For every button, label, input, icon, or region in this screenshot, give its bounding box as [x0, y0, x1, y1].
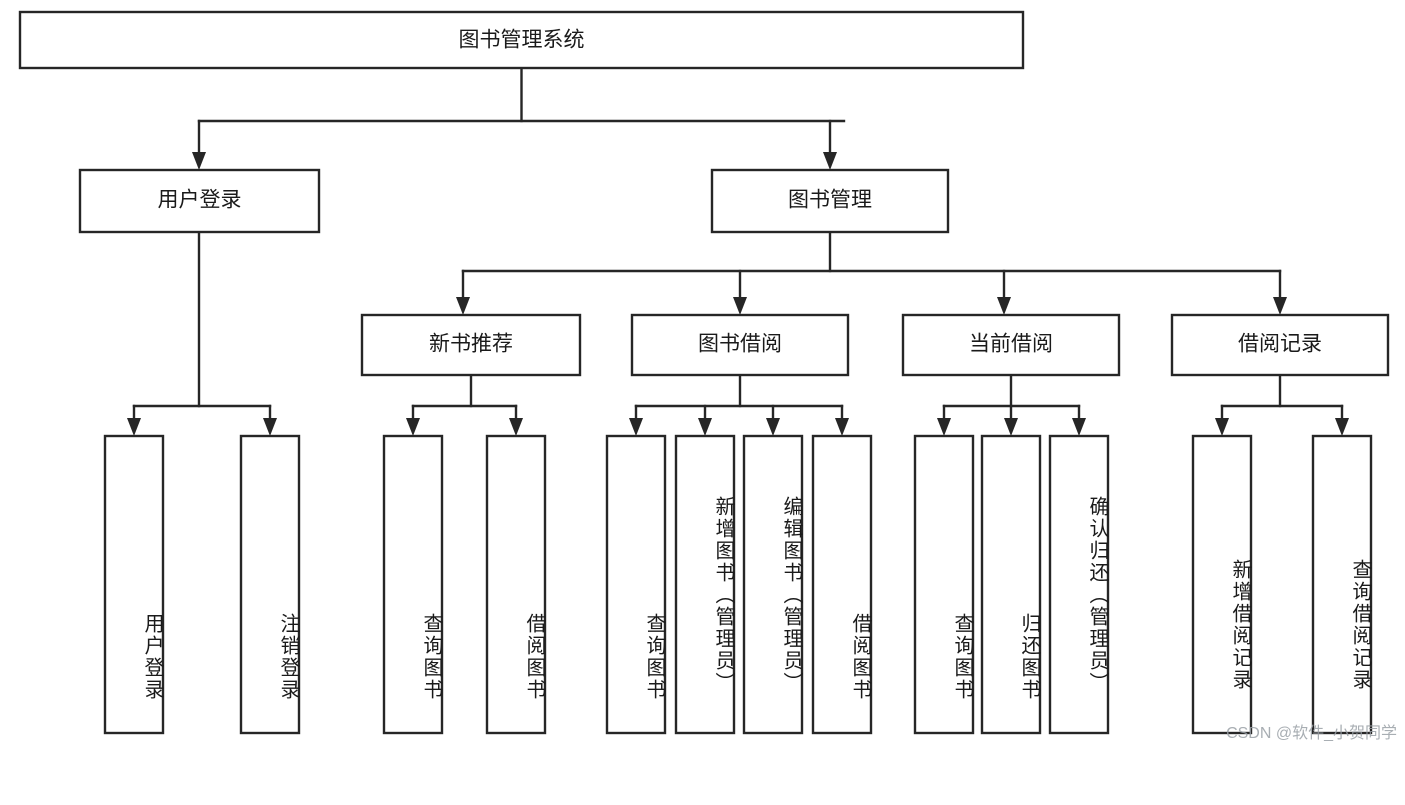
node-user-login[interactable]: 用户登录	[78, 168, 321, 234]
arrow-book-manage	[823, 152, 837, 170]
leaf-box-add-record[interactable]	[1191, 434, 1253, 735]
node-new-book-recommend[interactable]: 新书推荐	[360, 313, 582, 377]
arrow-current-borrow	[997, 297, 1011, 315]
tree-diagram-svg: 图书管理系统 用户登录 图书管理 新书推荐 图书借阅 当前借阅 借阅记录	[18, 10, 1390, 735]
csdn-watermark: CSDN @软件_小贺同学	[1226, 725, 1397, 742]
leaf-box-query-book-2[interactable]	[605, 434, 667, 735]
arrow-leaf-edit-book	[766, 418, 780, 436]
arrow-leaf-borrow-book-2	[835, 418, 849, 436]
node-current-borrow-label: 当前借阅	[969, 333, 1053, 356]
arrow-leaf-user-login	[127, 418, 141, 436]
arrow-leaf-query-book-2	[629, 418, 643, 436]
node-user-login-label: 用户登录	[158, 189, 242, 212]
leaf-box-query-book-3[interactable]	[913, 434, 975, 735]
connector-group-root	[192, 66, 846, 170]
node-borrow-record-label: 借阅记录	[1238, 333, 1322, 356]
node-book-manage-box[interactable]	[710, 168, 950, 234]
node-user-login-box[interactable]	[78, 168, 321, 234]
node-root[interactable]: 图书管理系统	[18, 10, 1025, 70]
leaf-box-return-book[interactable]	[980, 434, 1042, 735]
arrow-leaf-confirm-return	[1072, 418, 1086, 436]
node-book-manage[interactable]: 图书管理	[710, 168, 950, 234]
node-current-borrow-box[interactable]	[901, 313, 1121, 377]
node-root-label: 图书管理系统	[459, 29, 585, 52]
arrow-user-login	[192, 152, 206, 170]
leaf-box-user-login[interactable]	[103, 434, 165, 735]
node-book-borrow-label: 图书借阅	[698, 333, 782, 356]
arrow-borrow-record	[1273, 297, 1287, 315]
arrow-new-book-recommend	[456, 297, 470, 315]
leaf-box-borrow-book-1[interactable]	[485, 434, 547, 735]
arrow-book-borrow	[733, 297, 747, 315]
connector-group-book-manage	[456, 230, 1287, 315]
connector-group-book-borrow	[629, 373, 849, 436]
node-borrow-record-box[interactable]	[1170, 313, 1390, 377]
node-current-borrow[interactable]: 当前借阅	[901, 313, 1121, 377]
arrow-leaf-return-book	[1004, 418, 1018, 436]
node-root-box[interactable]	[18, 10, 1025, 70]
arrow-leaf-query-record	[1335, 418, 1349, 436]
connector-group-new-book-recommend	[406, 373, 523, 436]
connector-group-current-borrow	[937, 373, 1086, 436]
leaf-box-user-logout[interactable]	[239, 434, 301, 735]
leaf-box-confirm-return[interactable]	[1048, 434, 1110, 735]
leaf-box-query-book-1[interactable]	[382, 434, 444, 735]
node-book-borrow[interactable]: 图书借阅	[630, 313, 850, 377]
connector-group-borrow-record	[1215, 373, 1349, 436]
arrow-leaf-user-logout	[263, 418, 277, 436]
arrow-leaf-borrow-book-1	[509, 418, 523, 436]
node-borrow-record[interactable]: 借阅记录	[1170, 313, 1390, 377]
leaf-box-borrow-book-2[interactable]	[811, 434, 873, 735]
arrow-leaf-query-book-3	[937, 418, 951, 436]
leaf-box-add-book[interactable]	[674, 434, 736, 735]
leaf-box-edit-book[interactable]	[742, 434, 804, 735]
leaf-box-query-record[interactable]	[1311, 434, 1373, 735]
diagram-canvas: 图书管理系统 用户登录 图书管理 新书推荐 图书借阅 当前借阅 借阅记录	[18, 10, 1397, 742]
arrow-leaf-add-record	[1215, 418, 1229, 436]
arrow-leaf-query-book-1	[406, 418, 420, 436]
node-new-book-recommend-label: 新书推荐	[429, 333, 513, 356]
node-new-book-recommend-box[interactable]	[360, 313, 582, 377]
connector-group-user-login	[127, 230, 277, 436]
node-book-manage-label: 图书管理	[788, 189, 872, 212]
arrow-leaf-add-book	[698, 418, 712, 436]
node-book-borrow-box[interactable]	[630, 313, 850, 377]
